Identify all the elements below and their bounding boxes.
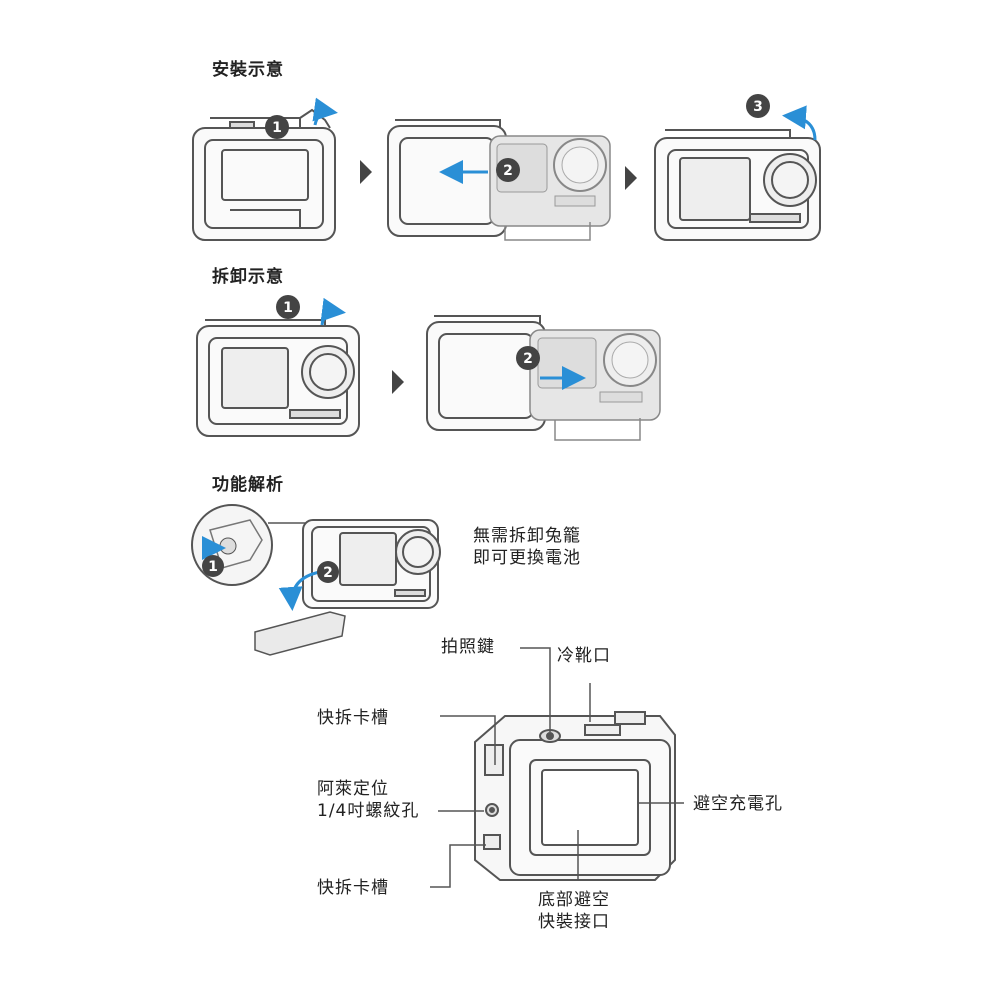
- badge-text: 1: [272, 120, 282, 136]
- badge-text: 1: [283, 300, 293, 316]
- play-arrow-icon: [625, 166, 637, 190]
- install-step-1-badge: 1: [265, 115, 289, 139]
- leader-lines: [430, 647, 684, 888]
- feature-arrow-2: [278, 570, 321, 611]
- remove-cage-1: [196, 319, 360, 437]
- arri-label-line-2: 1/4吋螺紋孔: [317, 801, 420, 821]
- remove-step-2-badge: 2: [516, 346, 540, 370]
- remove-arrow-1: [320, 297, 346, 326]
- battery-cage: [302, 519, 441, 609]
- install-step-2-badge: 2: [496, 158, 520, 182]
- battery-callout: 無需拆卸兔籠 即可更換電池: [473, 525, 581, 569]
- battery-callout-line-1: 無需拆卸兔籠: [473, 526, 581, 546]
- cold-shoe-label: 冷靴口: [557, 646, 611, 666]
- bottom-mount-line-1: 底部避空: [538, 890, 610, 910]
- battery-door: [254, 611, 346, 656]
- play-arrow-icon: [392, 370, 404, 394]
- feature-step-1-badge: 1: [202, 555, 224, 577]
- install-arrow-1: [312, 97, 338, 126]
- play-arrow-icon: [360, 160, 372, 184]
- charge-port-label: 避空充電孔: [693, 794, 783, 814]
- badge-text: 3: [753, 99, 763, 115]
- features-title: 功能解析: [212, 475, 284, 495]
- arri-label-line-1: 阿萊定位: [317, 779, 389, 799]
- bottom-mount-line-2: 快裝接口: [538, 912, 610, 932]
- battery-callout-line-2: 即可更換電池: [473, 548, 581, 568]
- shutter-label: 拍照鍵: [441, 637, 495, 657]
- install-title: 安裝示意: [212, 60, 284, 80]
- badge-text: 2: [323, 565, 333, 581]
- install-step-3-badge: 3: [746, 94, 770, 118]
- remove-title: 拆卸示意: [212, 267, 284, 287]
- remove-step-1-badge: 1: [276, 295, 300, 319]
- bottom-mount-label: 底部避空 快裝接口: [538, 889, 610, 933]
- install-camera-2: [489, 135, 611, 241]
- badge-text: 1: [208, 559, 218, 575]
- install-arrow-3: [782, 105, 817, 141]
- remove-cage-2: [426, 315, 546, 431]
- feature-cage: [474, 711, 676, 881]
- remove-camera-2: [529, 329, 661, 441]
- arri-label: 阿萊定位 1/4吋螺紋孔: [317, 778, 419, 822]
- badge-text: 2: [503, 163, 513, 179]
- quick-slot-bottom-label: 快拆卡槽: [317, 878, 389, 898]
- install-cage-1: [192, 108, 336, 241]
- quick-slot-top-label: 快拆卡槽: [317, 708, 389, 728]
- install-cage-2: [387, 119, 507, 237]
- badge-text: 2: [523, 351, 533, 367]
- install-cage-3: [654, 129, 821, 241]
- feature-step-2-badge: 2: [317, 561, 339, 583]
